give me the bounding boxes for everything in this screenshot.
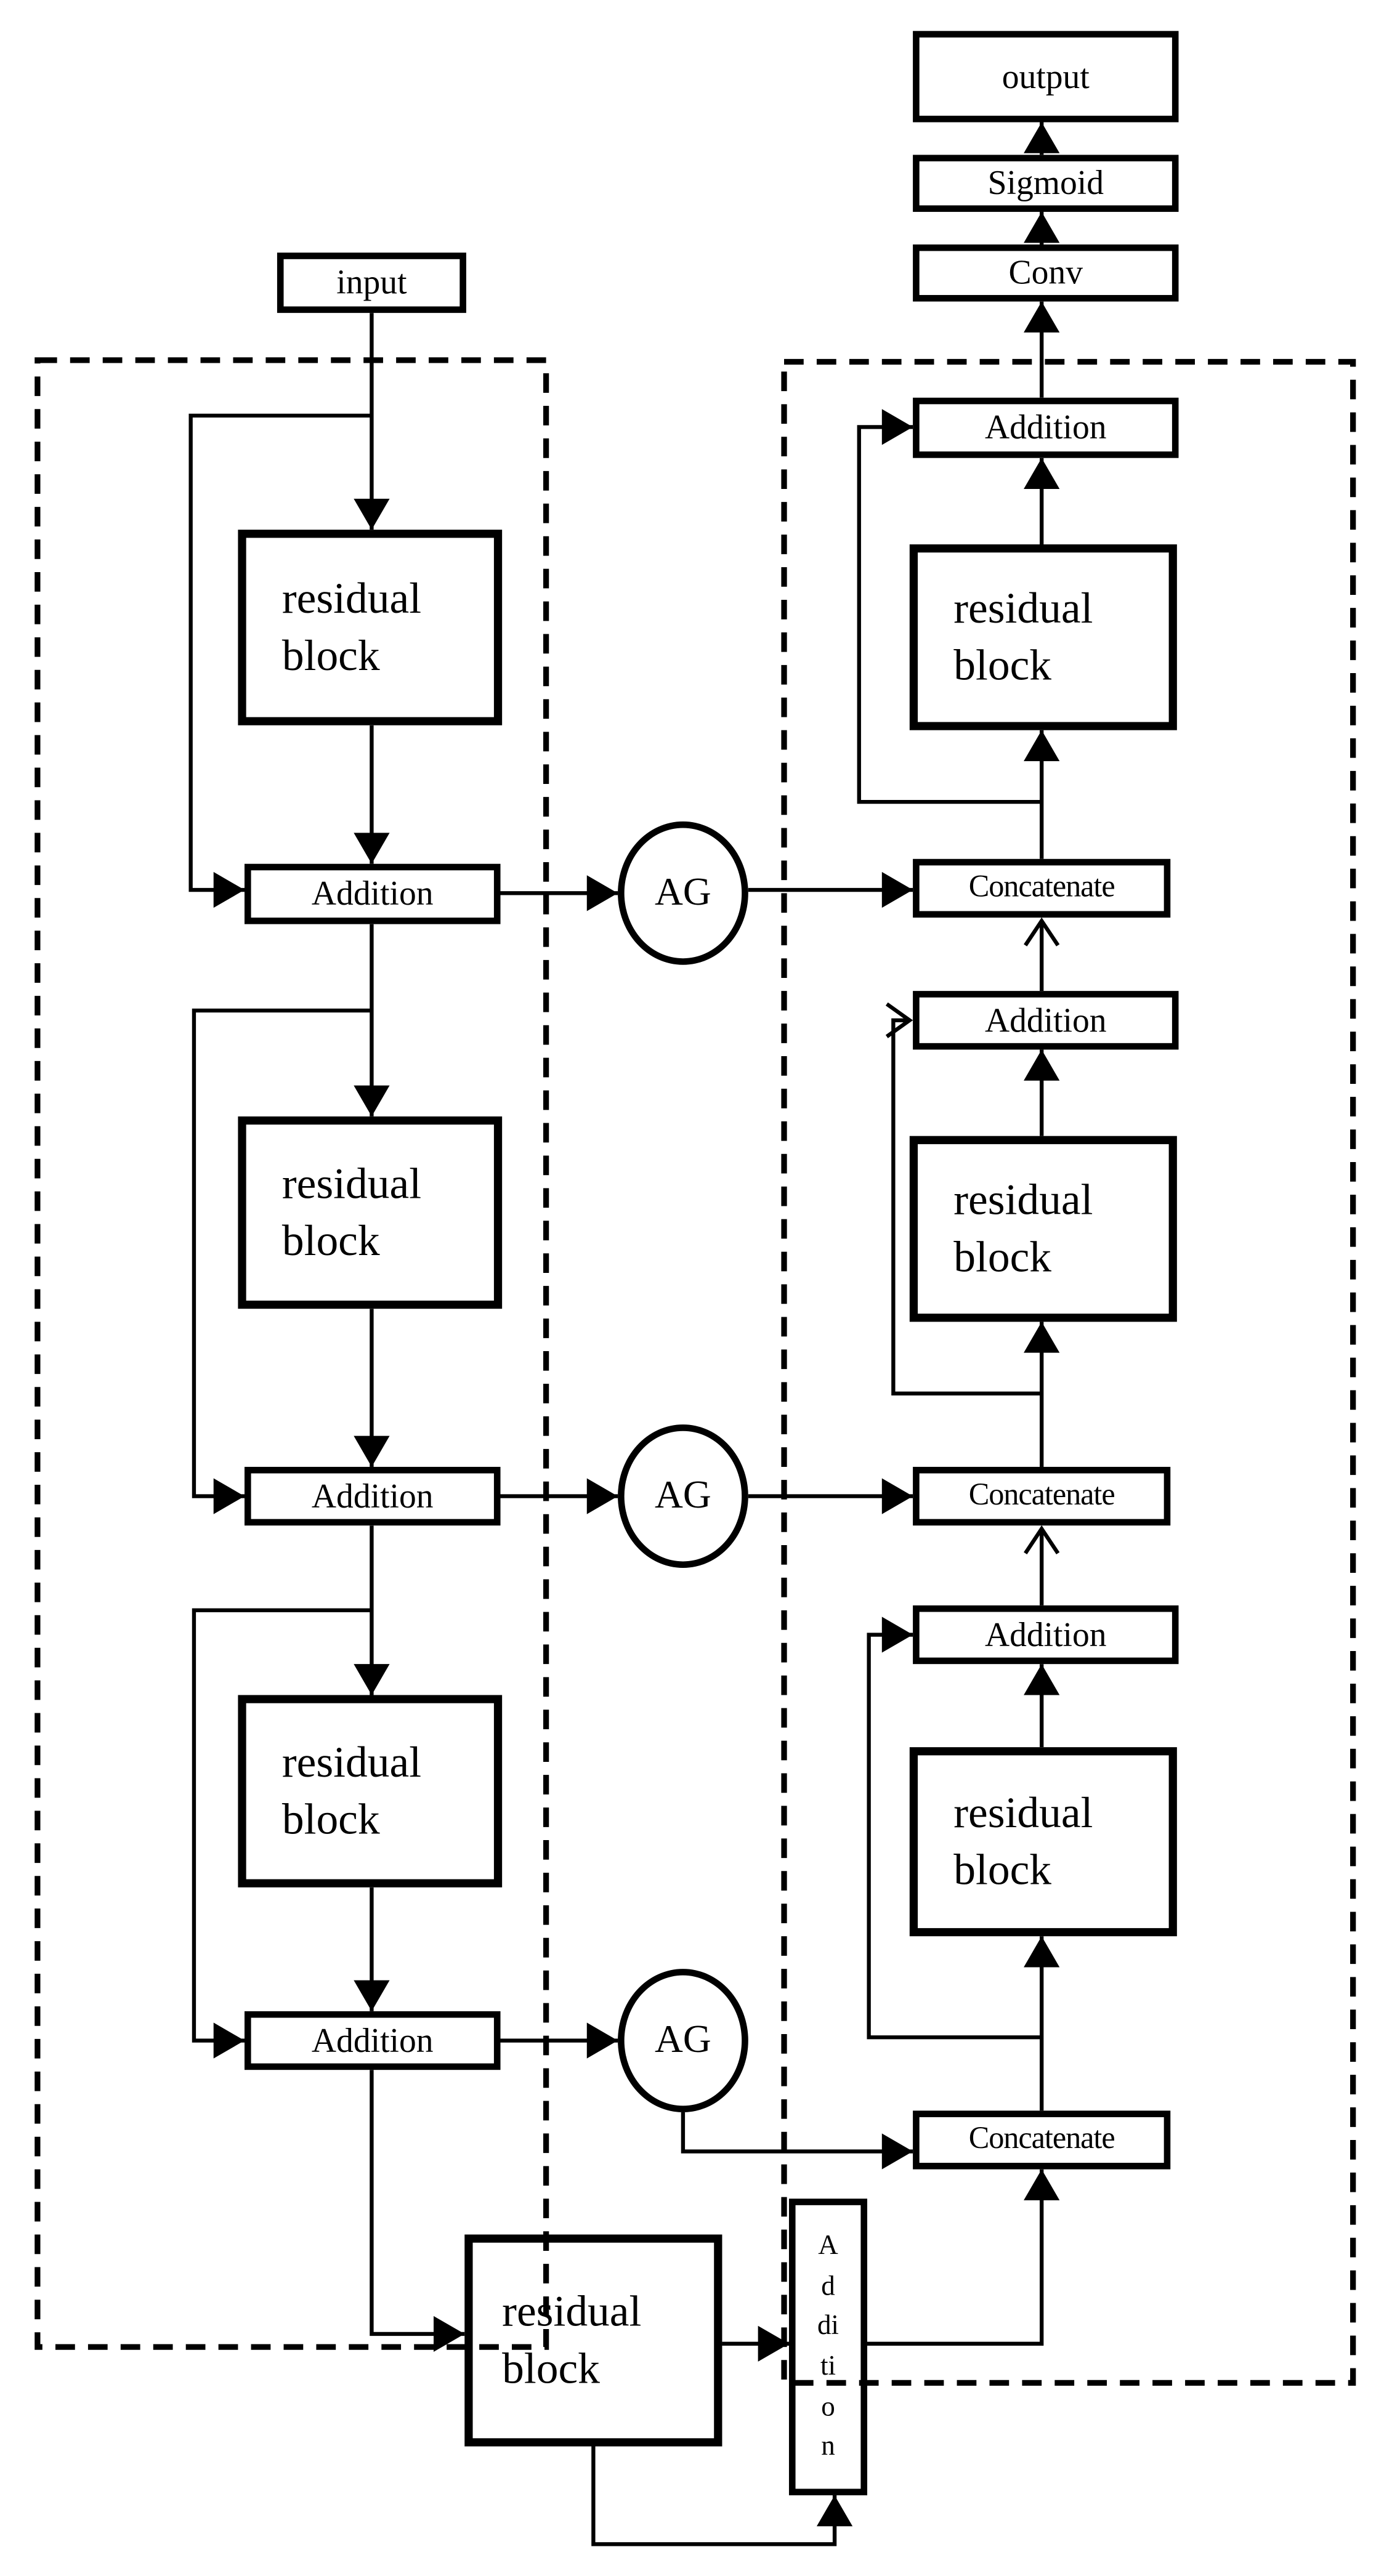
- encoder-addition-1: Addition: [244, 863, 501, 924]
- encoder-residual-block-3: residual block: [238, 1695, 503, 1888]
- encoder-residual-block-2: residual block: [238, 1116, 503, 1309]
- decoder-residual-block-2-label: residual block: [953, 1174, 1093, 1282]
- decoder-addition-2: Addition: [913, 991, 1179, 1050]
- attention-gate-1: AG: [618, 821, 748, 965]
- conv-node: Conv: [913, 244, 1179, 302]
- encoder-residual-block-1-label: residual block: [281, 573, 422, 680]
- output-node: output: [913, 31, 1179, 123]
- vertical-addition-line: A: [818, 2229, 838, 2261]
- sigmoid-label: Sigmoid: [987, 163, 1104, 203]
- decoder-residual-block-2: residual block: [909, 1136, 1177, 1322]
- decoder-concatenate-3-label: Concatenate: [968, 2122, 1115, 2157]
- attention-gate-2-label: AG: [655, 1474, 711, 1517]
- connector-enc-addition-3-to-bottleneck: [370, 2070, 465, 2336]
- connector-ag-3-to-concatenate-3: [681, 2112, 913, 2154]
- decoder-concatenate-3: Concatenate: [913, 2110, 1171, 2170]
- decoder-addition-1-label: Addition: [984, 407, 1107, 447]
- vertical-addition-line: d: [821, 2269, 835, 2301]
- decoder-residual-block-3: residual block: [909, 1747, 1177, 1937]
- connector-vertical-addition-to-concatenate-3: [867, 2169, 1044, 2346]
- attention-gate-3: AG: [618, 1969, 748, 2112]
- decoder-addition-1: Addition: [913, 397, 1179, 458]
- open-arrowheads: [885, 917, 1060, 1554]
- attention-gate-2: AG: [618, 1424, 748, 1569]
- vertical-addition-line: di: [817, 2310, 839, 2341]
- encoder-residual-block-2-label: residual block: [281, 1158, 422, 1265]
- decoder-concatenate-2: Concatenate: [913, 1466, 1171, 1526]
- input-node: input: [277, 252, 466, 313]
- sigmoid-node: Sigmoid: [913, 155, 1179, 212]
- encoder-addition-3-label: Addition: [311, 2020, 434, 2059]
- encoder-residual-block-3-label: residual block: [281, 1737, 422, 1844]
- connector-dec-skip-2: [891, 1018, 1042, 1396]
- output-label: output: [1002, 56, 1090, 95]
- attention-gate-1-label: AG: [655, 871, 711, 914]
- decoder-addition-3-label: Addition: [984, 1614, 1107, 1653]
- decoder-concatenate-1-label: Concatenate: [968, 870, 1115, 905]
- input-label: input: [336, 262, 407, 302]
- encoder-addition-3: Addition: [244, 2011, 501, 2070]
- decoder-residual-block-3-label: residual block: [953, 1788, 1093, 1894]
- solid-arrowheads: [213, 122, 1060, 2527]
- vertical-addition-line: o: [821, 2390, 835, 2421]
- encoder-addition-2-label: Addition: [311, 1476, 434, 1516]
- vertical-addition-line: ti: [820, 2350, 836, 2381]
- bottleneck-vertical-addition: A d di ti o n: [788, 2198, 867, 2495]
- encoder-boundary-dashed-box: [34, 357, 549, 2350]
- decoder-residual-block-1-label: residual block: [953, 583, 1093, 690]
- encoder-addition-2: Addition: [244, 1466, 501, 1526]
- bottleneck-residual-block-label: residual block: [502, 2286, 642, 2393]
- decoder-concatenate-1: Concatenate: [913, 858, 1171, 918]
- decoder-concatenate-2-label: Concatenate: [968, 1478, 1115, 1513]
- bottleneck-residual-block: residual block: [464, 2234, 722, 2447]
- decoder-boundary-dashed-box: [781, 358, 1356, 2386]
- vertical-addition-line: n: [821, 2430, 835, 2462]
- encoder-residual-block-1: residual block: [238, 530, 503, 725]
- attention-gate-3-label: AG: [655, 2018, 711, 2061]
- decoder-addition-2-label: Addition: [984, 999, 1107, 1040]
- encoder-addition-1-label: Addition: [311, 873, 434, 913]
- decoder-addition-3: Addition: [913, 1605, 1179, 1665]
- decoder-residual-block-1: residual block: [909, 544, 1177, 730]
- conv-label: Conv: [1008, 252, 1083, 292]
